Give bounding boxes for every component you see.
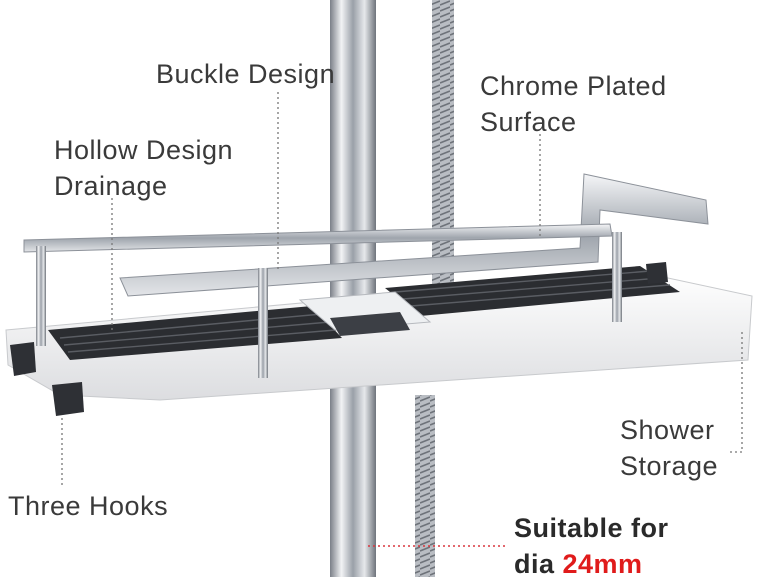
suitable-line-1: Suitable for	[514, 513, 669, 543]
buckle-clamp-dark	[330, 312, 410, 336]
left-post	[36, 246, 46, 346]
middle-post	[258, 268, 268, 378]
chrome-line-2: Surface	[480, 107, 577, 137]
shower-storage-label: Shower Storage	[620, 412, 718, 484]
chrome-line-1: Chrome Plated	[480, 71, 667, 101]
shower-pole	[330, 0, 376, 577]
hook-1	[10, 342, 36, 376]
three-hooks-text: Three Hooks	[8, 491, 169, 521]
dia-prefix: dia	[514, 549, 563, 579]
hollow-design-label: Hollow Design Drainage	[54, 132, 233, 204]
chrome-plated-label: Chrome Plated Surface	[480, 68, 667, 140]
buckle-design-label: Buckle Design	[156, 56, 335, 92]
right-post	[612, 232, 622, 322]
shower-hose-lower	[415, 395, 435, 577]
buckle-design-text: Buckle Design	[156, 59, 336, 89]
hollow-line-1: Hollow Design	[54, 135, 234, 165]
shower-hose	[432, 0, 454, 290]
dia-value: 24mm	[562, 549, 643, 579]
suitable-line-2: dia 24mm	[514, 546, 669, 582]
leader-shower	[728, 332, 743, 453]
hook-2	[52, 382, 84, 416]
diameter-label: Suitable for dia 24mm	[514, 510, 669, 582]
hook-3	[646, 262, 668, 284]
hollow-line-2: Drainage	[54, 171, 168, 201]
three-hooks-label: Three Hooks	[8, 488, 168, 524]
shower-line-2: Storage	[620, 451, 719, 481]
shower-line-1: Shower	[620, 415, 715, 445]
right-drain-tray	[385, 266, 680, 316]
